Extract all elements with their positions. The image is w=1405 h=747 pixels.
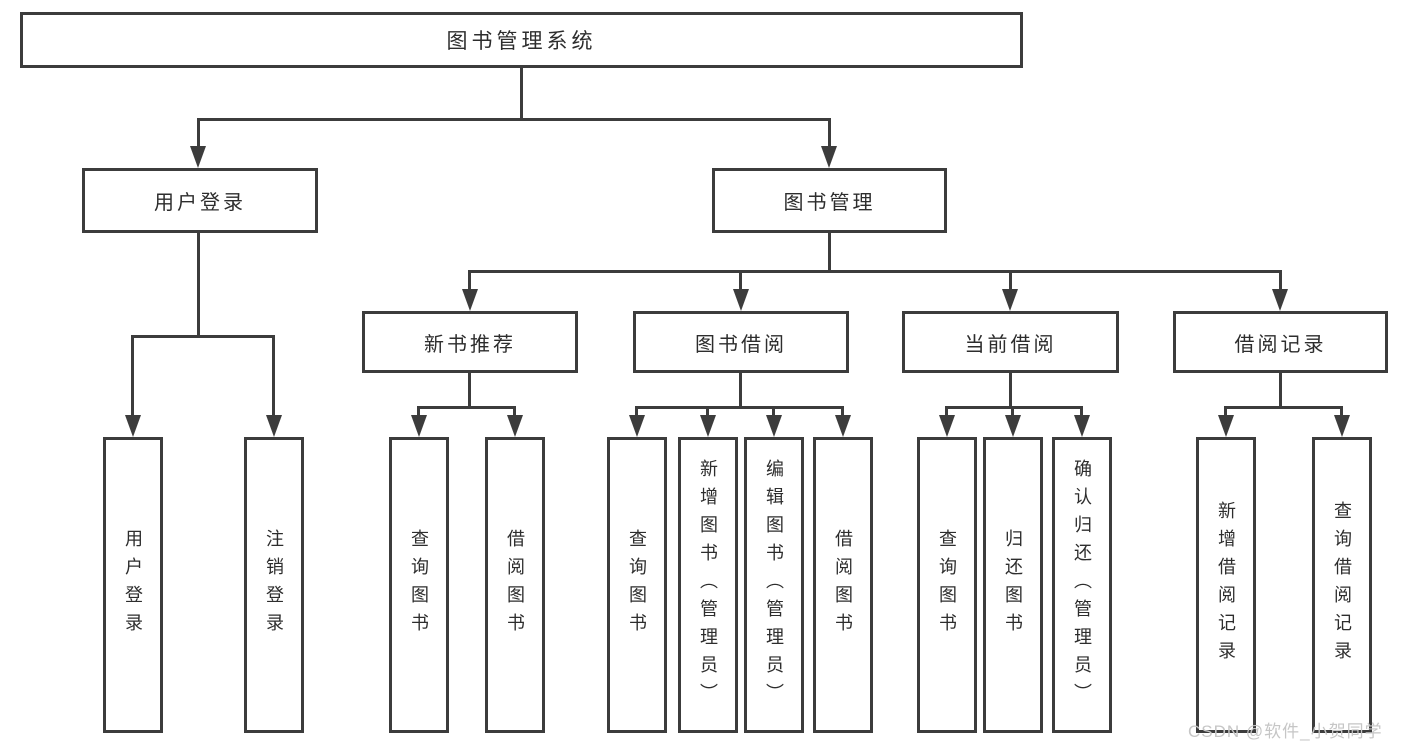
arrowhead-icon	[1074, 415, 1090, 437]
connector-line	[841, 406, 844, 419]
connector-line	[1224, 406, 1227, 419]
arrowhead-icon	[507, 415, 523, 437]
connector-line	[131, 335, 275, 338]
leaf-node-return-books: 归还图书	[983, 437, 1043, 733]
leaf-node-label: 查询图书	[627, 529, 647, 641]
connector-line	[772, 406, 775, 419]
leaf-node-query-books-2: 查询图书	[607, 437, 667, 733]
leaf-node-confirm-return-admin: 确认归还（管理员）	[1052, 437, 1112, 733]
branch-node-label: 借阅记录	[1234, 333, 1327, 356]
leaf-node-add-books-admin: 新增图书（管理员）	[678, 437, 738, 733]
branch-node-label: 用户登录	[154, 192, 246, 214]
branch-node-label: 新书推荐	[424, 333, 516, 356]
leaf-node-label: 借阅图书	[505, 529, 525, 641]
root-node-label: 图书管理系统	[446, 30, 597, 53]
leaf-node-label: 查询图书	[937, 529, 957, 641]
arrowhead-icon	[1272, 289, 1288, 311]
leaf-node-label: 注销登录	[264, 529, 284, 641]
branch-node-label: 当前借阅	[964, 333, 1057, 356]
connector-line	[468, 270, 1282, 273]
connector-line	[1224, 406, 1343, 409]
connector-line	[468, 373, 471, 406]
leaf-node-edit-books-admin: 编辑图书（管理员）	[744, 437, 804, 733]
connector-line	[513, 406, 516, 419]
connector-line	[828, 233, 831, 272]
branch-node-new-book-recommend: 新书推荐	[362, 311, 578, 373]
connector-line	[468, 270, 471, 293]
leaf-node-label: 新增图书（管理员）	[698, 459, 718, 711]
arrowhead-icon	[629, 415, 645, 437]
arrowhead-icon	[821, 146, 837, 168]
root-node-library-management-system: 图书管理系统	[20, 12, 1023, 68]
branch-node-book-borrowing: 图书借阅	[633, 311, 849, 373]
arrowhead-icon	[766, 415, 782, 437]
watermark-text: CSDN @软件_小贺同学	[1188, 722, 1383, 741]
connector-line	[1080, 406, 1083, 419]
connector-line	[739, 373, 742, 406]
leaf-node-label: 查询图书	[409, 529, 429, 641]
connector-line	[272, 335, 275, 419]
connector-line	[417, 406, 516, 409]
connector-line	[635, 406, 844, 409]
leaf-node-borrow-books-1: 借阅图书	[485, 437, 545, 733]
leaf-node-query-books-1: 查询图书	[389, 437, 449, 733]
connector-line	[945, 406, 948, 419]
branch-node-book-management: 图书管理	[712, 168, 947, 233]
connector-line	[197, 118, 831, 121]
connector-line	[1279, 373, 1282, 406]
connector-line	[417, 406, 420, 419]
connector-line	[131, 335, 134, 419]
connector-line	[635, 406, 638, 419]
connector-line	[1011, 406, 1014, 419]
leaf-node-query-borrow-record: 查询借阅记录	[1312, 437, 1372, 733]
leaf-node-label: 查询借阅记录	[1332, 501, 1352, 669]
connector-line	[1279, 270, 1282, 293]
branch-node-label: 图书管理	[783, 192, 876, 214]
branch-node-label: 图书借阅	[695, 333, 787, 356]
branch-node-current-borrowing: 当前借阅	[902, 311, 1119, 373]
arrowhead-icon	[266, 415, 282, 437]
connector-line	[197, 118, 200, 150]
connector-line	[828, 118, 831, 150]
leaf-node-borrow-books-2: 借阅图书	[813, 437, 873, 733]
arrowhead-icon	[125, 415, 141, 437]
leaf-node-add-borrow-record: 新增借阅记录	[1196, 437, 1256, 733]
arrowhead-icon	[700, 415, 716, 437]
connector-line	[1009, 373, 1012, 406]
connector-line	[1340, 406, 1343, 419]
connector-line	[706, 406, 709, 419]
leaf-node-label: 借阅图书	[833, 529, 853, 641]
leaf-node-label: 归还图书	[1003, 529, 1023, 641]
arrowhead-icon	[835, 415, 851, 437]
connector-line	[945, 406, 1083, 409]
arrowhead-icon	[1002, 289, 1018, 311]
arrowhead-icon	[1218, 415, 1234, 437]
arrowhead-icon	[190, 146, 206, 168]
leaf-node-label: 编辑图书（管理员）	[764, 459, 784, 711]
leaf-node-query-books-3: 查询图书	[917, 437, 977, 733]
arrowhead-icon	[733, 289, 749, 311]
arrowhead-icon	[462, 289, 478, 311]
connector-line	[739, 270, 742, 293]
arrowhead-icon	[939, 415, 955, 437]
leaf-node-user-login: 用户登录	[103, 437, 163, 733]
connector-line	[197, 233, 200, 335]
leaf-node-label: 确认归还（管理员）	[1072, 459, 1092, 711]
leaf-node-logout: 注销登录	[244, 437, 304, 733]
arrowhead-icon	[1334, 415, 1350, 437]
branch-node-borrowing-records: 借阅记录	[1173, 311, 1388, 373]
connector-line	[1009, 270, 1012, 293]
arrowhead-icon	[1005, 415, 1021, 437]
connector-line	[520, 68, 523, 118]
branch-node-user-login: 用户登录	[82, 168, 318, 233]
leaf-node-label: 用户登录	[123, 529, 143, 641]
arrowhead-icon	[411, 415, 427, 437]
leaf-node-label: 新增借阅记录	[1216, 501, 1236, 669]
